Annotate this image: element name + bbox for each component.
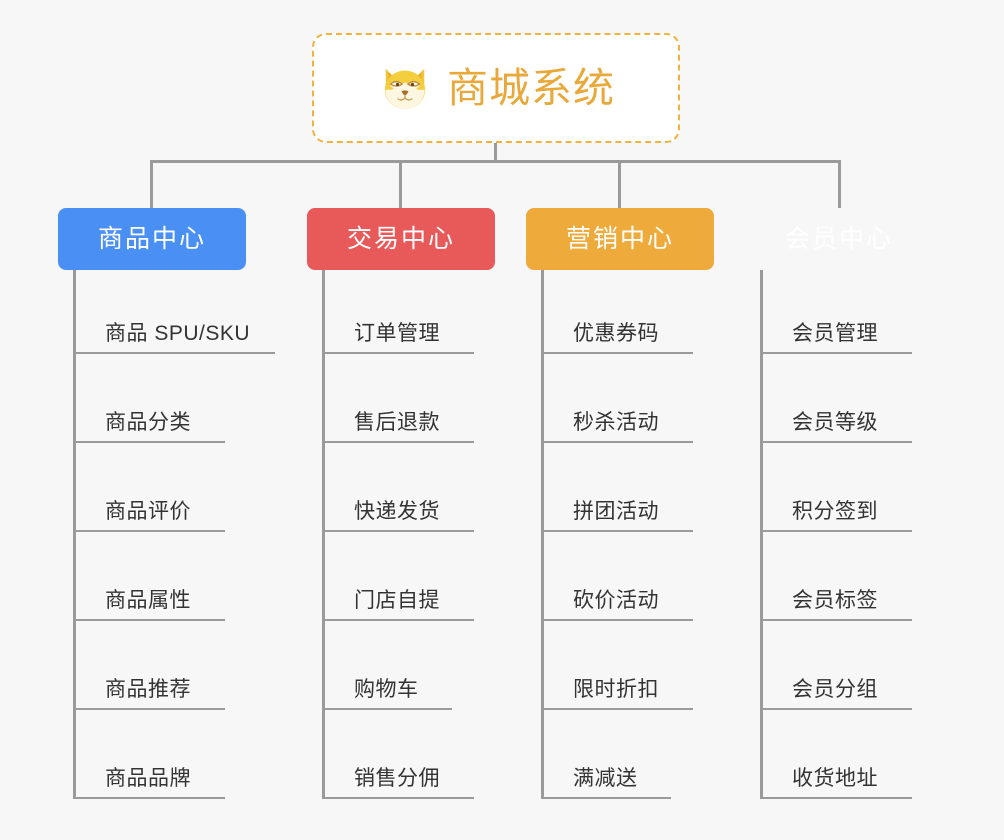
connector-drop-2 [399,160,402,208]
leaf-item-label: 门店自提 [354,589,440,612]
connector-drop-1 [150,160,153,208]
leaf-item[interactable]: 拼团活动 [526,448,766,537]
leaf-item[interactable]: 快递发货 [307,448,547,537]
leaf-item-underline [541,441,693,443]
leaf-list: 优惠券码秒杀活动拼团活动砍价活动限时折扣满减送 [526,270,766,804]
category-header-product-center[interactable]: 商品中心 [58,208,246,270]
leaf-item-label: 销售分佣 [354,767,440,790]
leaf-item-underline [73,352,275,354]
leaf-item-label: 砍价活动 [573,589,659,612]
category-label: 营销中心 [565,224,674,253]
leaf-item-label: 订单管理 [354,322,440,345]
category-spine-line [760,270,763,799]
leaf-item[interactable]: 商品评价 [58,448,298,537]
leaf-item-underline [322,352,474,354]
shiba-dog-icon [384,68,426,109]
category-header-marketing-center[interactable]: 营销中心 [526,208,714,270]
leaf-item-label: 商品属性 [105,589,191,612]
leaf-item-underline [760,797,912,799]
leaf-item-underline [760,441,912,443]
leaf-item-underline [322,708,452,710]
leaf-item-label: 积分签到 [792,500,878,523]
leaf-list: 会员管理会员等级积分签到会员标签会员分组收货地址 [745,270,985,804]
leaf-item[interactable]: 优惠券码 [526,270,766,359]
leaf-item[interactable]: 收货地址 [745,715,985,804]
leaf-item[interactable]: 购物车 [307,626,547,715]
leaf-item-label: 会员分组 [792,678,878,701]
leaf-item[interactable]: 满减送 [526,715,766,804]
leaf-item[interactable]: 会员分组 [745,626,985,715]
leaf-item-underline [73,797,225,799]
category-header-trade-center[interactable]: 交易中心 [307,208,495,270]
leaf-item-underline [760,352,912,354]
leaf-item-label: 会员管理 [792,322,878,345]
leaf-item-underline [760,619,912,621]
leaf-item-label: 秒杀活动 [573,411,659,434]
category-label: 商品中心 [97,224,206,253]
leaf-list: 商品 SPU/SKU 商品分类商品评价商品属性商品推荐商品品牌 [58,270,298,804]
leaf-item-underline [322,619,474,621]
leaf-item[interactable]: 门店自提 [307,537,547,626]
leaf-item-underline [541,352,693,354]
leaf-item[interactable]: 售后退款 [307,359,547,448]
leaf-item[interactable]: 商品 SPU/SKU [58,270,298,359]
leaf-item-label: 满减送 [573,767,638,790]
leaf-item-underline [322,441,474,443]
leaf-item-label: 会员等级 [792,411,878,434]
leaf-item-underline [73,619,225,621]
leaf-item[interactable]: 订单管理 [307,270,547,359]
leaf-item-label: 商品推荐 [105,678,191,701]
root-node-card[interactable]: 商城系统 [312,33,680,143]
leaf-item[interactable]: 积分签到 [745,448,985,537]
leaf-item[interactable]: 商品推荐 [58,626,298,715]
leaf-item[interactable]: 秒杀活动 [526,359,766,448]
leaf-item[interactable]: 会员等级 [745,359,985,448]
leaf-item-underline [73,530,225,532]
category-spine-line [73,270,76,799]
leaf-item-label: 商品评价 [105,500,191,523]
category-label: 交易中心 [346,224,455,253]
leaf-item[interactable]: 商品属性 [58,537,298,626]
leaf-item-underline [73,708,225,710]
leaf-item-underline [760,530,912,532]
category-label: 会员中心 [784,224,893,253]
leaf-item[interactable]: 商品分类 [58,359,298,448]
category-spine-line [322,270,325,799]
leaf-item-label: 会员标签 [792,589,878,612]
leaf-item[interactable]: 商品品牌 [58,715,298,804]
leaf-item-underline [73,441,225,443]
leaf-item-underline [760,708,912,710]
connector-horizontal-bus [150,160,841,163]
leaf-item-label: 限时折扣 [573,678,659,701]
leaf-item-label: 优惠券码 [573,322,659,345]
leaf-item-label: 商品品牌 [105,767,191,790]
leaf-item-underline [541,797,671,799]
leaf-item-underline [541,708,693,710]
category-spine-line [541,270,544,799]
leaf-item[interactable]: 会员标签 [745,537,985,626]
leaf-item-label: 收货地址 [792,767,878,790]
leaf-item[interactable]: 销售分佣 [307,715,547,804]
leaf-item-label: 拼团活动 [573,500,659,523]
leaf-item[interactable]: 砍价活动 [526,537,766,626]
leaf-item-underline [541,530,693,532]
leaf-item-underline [322,530,474,532]
leaf-item-underline [322,797,474,799]
category-header-member-center[interactable]: 会员中心 [745,208,933,270]
root-title: 商城系统 [447,64,615,111]
leaf-item-label: 售后退款 [354,411,440,434]
leaf-item-label: 商品分类 [105,411,191,434]
connector-root-stem [494,143,497,163]
leaf-item[interactable]: 限时折扣 [526,626,766,715]
leaf-item-label: 快递发货 [354,500,440,523]
leaf-item-underline [541,619,693,621]
leaf-item-label: 购物车 [354,678,419,701]
connector-drop-3 [618,160,621,208]
connector-drop-4 [838,160,841,208]
leaf-list: 订单管理售后退款快递发货门店自提购物车销售分佣 [307,270,547,804]
leaf-item-label: 商品 SPU/SKU [105,322,251,345]
leaf-item[interactable]: 会员管理 [745,270,985,359]
